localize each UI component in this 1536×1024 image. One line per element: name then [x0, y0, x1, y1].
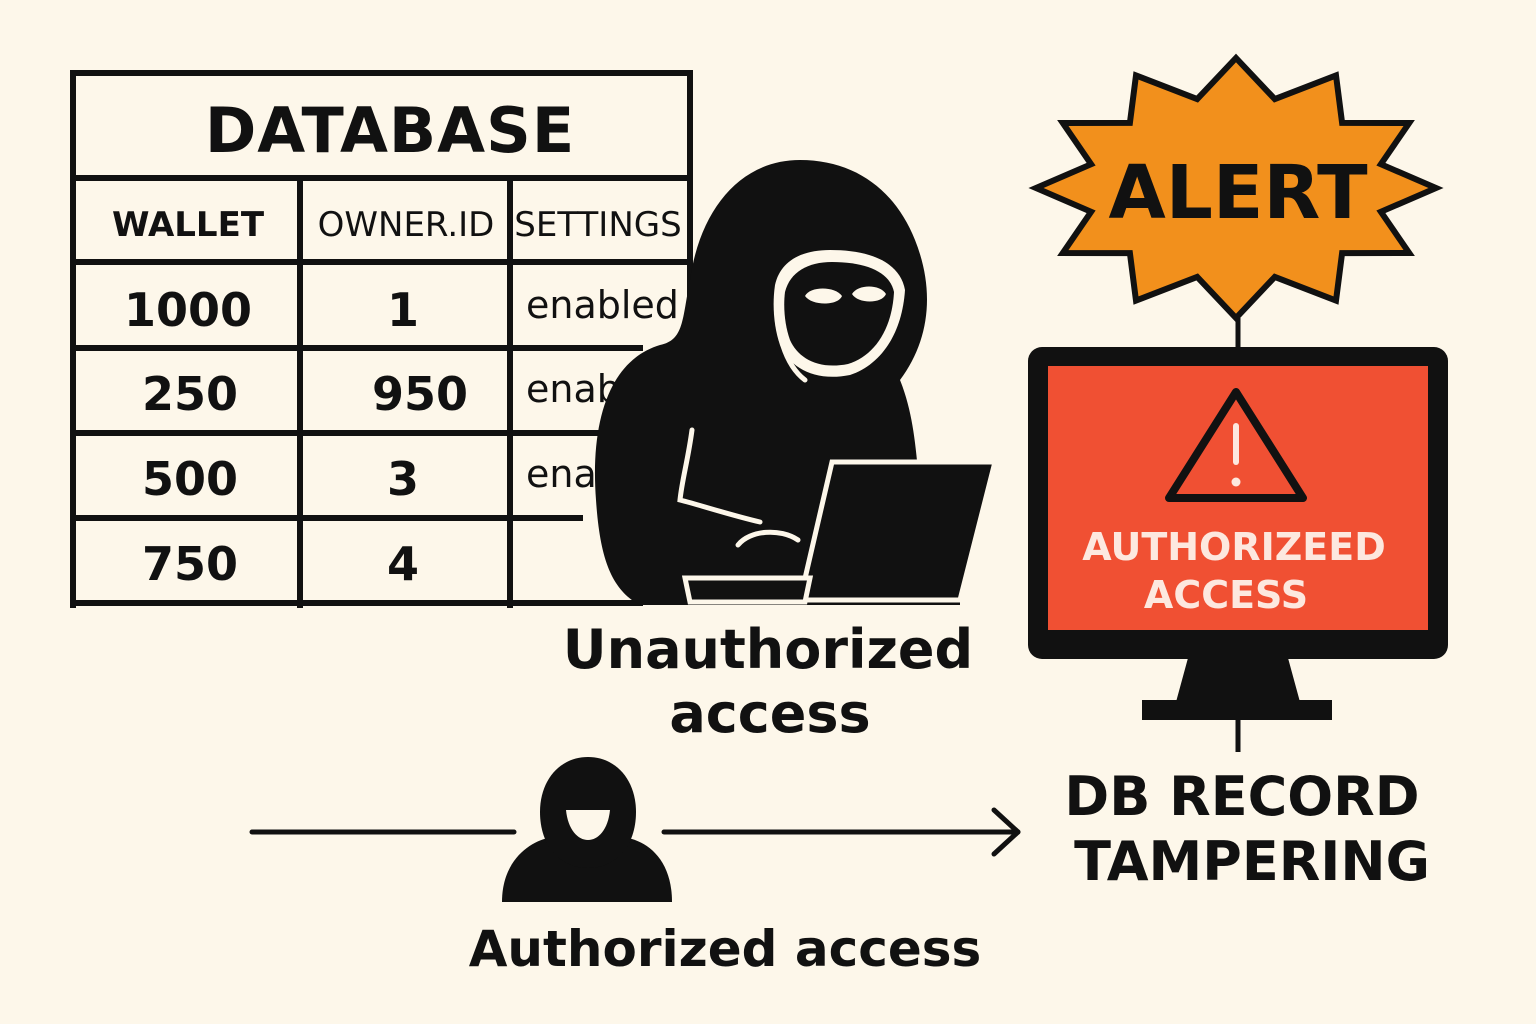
unauthorized-caption-line-2: access [669, 682, 870, 745]
table-cell-wallet: 500 [142, 452, 238, 506]
database-title: DATABASE [205, 94, 575, 167]
database-table: DATABASE WALLET OWNER.ID SETTINGS 1000 1… [70, 70, 693, 608]
alert-label: ALERT [1108, 150, 1368, 236]
table-cell-owner-id: 950 [372, 367, 468, 421]
hooded-hacker-icon [594, 160, 999, 605]
authorized-caption: Authorized access [469, 920, 982, 978]
monitor-icon: AUTHORIZEED ACCESS [1028, 347, 1448, 720]
table-cell-wallet: 250 [142, 367, 238, 421]
table-cell-owner-id: 1 [387, 283, 419, 337]
masked-user-icon [502, 757, 672, 902]
column-header-wallet: WALLET [112, 205, 265, 245]
screen-line-2: ACCESS [1144, 573, 1308, 617]
table-cell-wallet: 1000 [124, 283, 252, 337]
table-cell-owner-id: 4 [387, 537, 419, 591]
screen-line-1: AUTHORIZEED [1082, 525, 1386, 569]
warning-triangle-icon [1165, 388, 1307, 502]
table-cell-settings: ena [526, 452, 597, 496]
unauthorized-caption-line-1: Unauthorized [563, 618, 973, 681]
table-cell-settings: enabled [526, 283, 679, 327]
tampering-caption-line-1: DB RECORD [1064, 765, 1419, 828]
arrow-right-icon [661, 807, 1021, 857]
alert-burst: ALERT [1028, 53, 1444, 323]
column-header-owner-id: OWNER.ID [318, 205, 495, 245]
table-cell-wallet: 750 [142, 537, 238, 591]
tampering-caption-line-2: TAMPERING [1074, 830, 1430, 893]
table-cell-owner-id: 3 [387, 452, 419, 506]
column-header-settings: SETTINGS [514, 205, 681, 245]
